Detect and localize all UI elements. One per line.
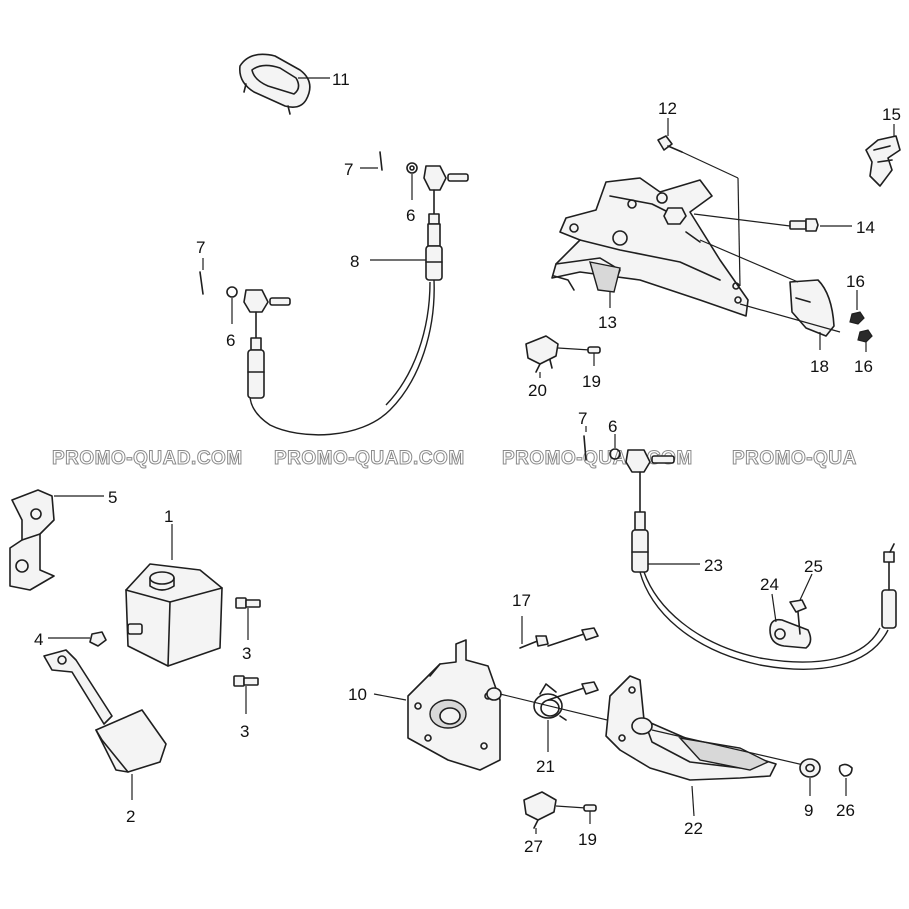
callout-7a: 7: [344, 160, 353, 179]
callout-17: 17: [512, 591, 531, 610]
part-4-nut: 4: [34, 630, 107, 649]
part-17-bolt: 17: [512, 591, 549, 649]
part-8-cable: [199, 151, 469, 436]
callout-20: 20: [528, 381, 547, 400]
part-3-bolt-lower: 3: [233, 675, 259, 741]
part-7-pin-left: [199, 271, 204, 295]
callout-24: 24: [760, 575, 779, 594]
part-9-washer: 9: [799, 758, 821, 820]
callout-21: 21: [536, 757, 555, 776]
watermark-1: PROMO-QUAD.COM: [52, 448, 243, 469]
part-27-switch: 27: [523, 791, 587, 856]
callout-9: 9: [804, 801, 813, 820]
callout-10: 10: [348, 685, 367, 704]
callout-16b: 16: [854, 357, 873, 376]
callout-4: 4: [34, 630, 43, 649]
part-18-plate: 18: [699, 239, 841, 376]
part-21-spring: 21: [533, 683, 567, 776]
callout-23: 23: [704, 556, 723, 575]
callout-22: 22: [684, 819, 703, 838]
part-25-bolt: 25: [789, 557, 823, 635]
callout-25: 25: [804, 557, 823, 576]
watermark-4: PROMO-QUA: [732, 448, 857, 469]
part-13-bracket: [551, 177, 749, 317]
part-16-nut-bottom: 16: [854, 329, 873, 376]
callout-1: 1: [164, 507, 173, 526]
part-7-pin-right: [583, 435, 587, 461]
bolt-long: [547, 627, 599, 701]
part-14-bolt: 14: [693, 213, 875, 237]
callout-2: 2: [126, 807, 135, 826]
part-23-cable: [583, 435, 897, 670]
part-12-bolt: 12: [657, 99, 741, 287]
callout-18: 18: [810, 357, 829, 376]
part-26-clip: 26: [836, 763, 855, 820]
callout-3a: 3: [242, 644, 251, 663]
watermark-2: PROMO-QUAD.COM: [274, 448, 465, 469]
watermark-row: PROMO-QUAD.COM PROMO-QUAD.COM PROMO-QUAD…: [52, 448, 857, 470]
part-20-switch: 20: [525, 335, 591, 400]
callout-19b: 19: [578, 830, 597, 849]
part-16-nut-top: 16: [846, 272, 865, 325]
part-19-screw-lower: 19: [578, 804, 597, 849]
callout-14: 14: [856, 218, 875, 237]
callout-5: 5: [108, 488, 117, 507]
callout-12: 12: [658, 99, 677, 118]
callout-13: 13: [598, 313, 617, 332]
callout-15: 15: [882, 105, 901, 124]
callout-11: 11: [332, 70, 350, 89]
part-15-pad: 15: [865, 105, 901, 187]
part-10-plate: 10: [348, 639, 501, 771]
part-19-screw-upper: 19: [582, 346, 601, 391]
callout-8: 8: [350, 252, 359, 271]
callout-19a: 19: [582, 372, 601, 391]
callout-6b: 6: [226, 331, 235, 350]
part-1-cylinder: 1: [125, 507, 223, 667]
part-5-bracket: 5: [9, 488, 117, 591]
part-24-clamp: 24: [760, 575, 812, 649]
part-22-arm: 22: [605, 675, 809, 838]
callout-16a: 16: [846, 272, 865, 291]
part-2-pedal: 2: [43, 649, 167, 826]
part-7-pin-top: [379, 151, 383, 171]
callout-7b: 7: [196, 238, 205, 257]
callout-27: 27: [524, 837, 543, 856]
part-11-cover: 11: [238, 53, 350, 115]
callout-6c: 6: [608, 417, 617, 436]
callout-7c: 7: [578, 409, 587, 428]
callout-26: 26: [836, 801, 855, 820]
callout-6a: 6: [406, 206, 415, 225]
callout-3b: 3: [240, 722, 249, 741]
part-3-bolt-upper: 3: [235, 597, 261, 663]
